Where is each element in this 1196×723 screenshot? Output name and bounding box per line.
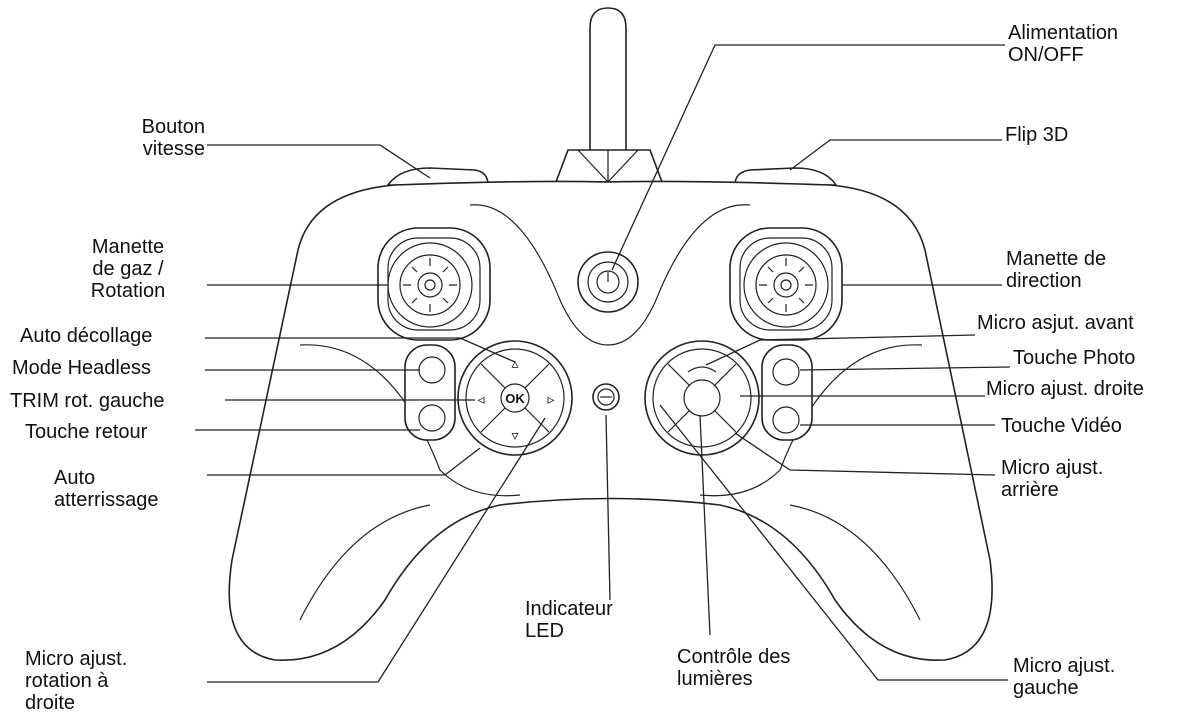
left-grip-inner [299,504,431,621]
label-line: Auto décollage [20,325,153,347]
label-line: direction [1006,270,1082,292]
label-line: Rotation [90,280,166,302]
label-bouton-vitesse: Bouton vitesse [113,116,205,160]
label-micro-arriere: Micro ajust. arrière [1001,457,1103,501]
antenna [554,7,664,183]
label-line: droite [25,692,76,714]
label-line: ON/OFF [1008,44,1084,66]
label-line: LED [525,620,564,642]
label-touche-photo: Touche Photo [1013,347,1135,369]
label-line: vitesse [142,138,205,160]
label-line: Manette de [1006,248,1107,270]
label-line: Micro ajust. [1001,457,1104,479]
dpad-right-arrow-icon: ▹ [547,392,554,408]
label-manette-direction: Manette de direction [1006,248,1106,292]
label-touche-retour: Touche retour [25,421,147,443]
left-grip-line [299,344,521,497]
label-line: Contrôle des [677,646,791,668]
photo-video-buttons [761,344,813,441]
label-alimentation: Alimentation ON/OFF [1008,22,1118,66]
label-line: Micro asjut. avant [977,312,1134,334]
label-line: Micro ajust. droite [986,378,1144,400]
dpad-down-arrow-icon: ▿ [511,428,518,444]
label-controle-lumieres: Contrôle des lumières [677,646,790,690]
speed-shoulder-button [386,167,489,186]
label-micro-avant: Micro asjut. avant [977,312,1134,334]
label-touche-video: Touche Vidéo [1001,415,1122,437]
dpad-left-arrow-icon: ◃ [477,392,484,408]
label-line: Touche Vidéo [1001,415,1122,437]
headless-button [404,344,456,441]
right-grip-inner [789,504,921,621]
left-dpad: OK ▵ ▿ ◃ ▹ [457,340,573,456]
label-line: Touche retour [25,421,148,443]
label-line: Auto [54,467,96,489]
label-line: rotation à [25,670,109,692]
body-top-panel [469,204,751,346]
label-line: Bouton [141,116,205,138]
ok-button-text: OK [505,391,525,406]
label-mode-headless: Mode Headless [12,357,151,379]
label-auto-atterrissage: Auto atterrissage [54,467,159,511]
label-line: Touche Photo [1013,347,1136,369]
label-micro-rotation-droite: Micro ajust. rotation à droite [25,648,127,714]
label-line: gauche [1013,677,1079,699]
label-line: Indicateur [525,598,613,620]
label-line: Manette [91,236,165,258]
label-line: Alimentation [1008,22,1119,44]
label-indicateur-led: Indicateur LED [525,598,613,642]
label-line: Flip 3D [1005,124,1069,146]
led-indicator [592,383,620,411]
label-line: Micro ajust. [1013,655,1116,677]
label-line: de gaz / [92,258,164,280]
label-flip-3d: Flip 3D [1005,124,1068,146]
label-line: lumières [677,668,753,690]
label-micro-droite: Micro ajust. droite [986,378,1144,400]
direction-stick [729,227,843,341]
label-line: TRIM rot. gauche [10,390,165,412]
flip-shoulder-button [734,167,838,186]
label-micro-gauche: Micro ajust. gauche [1013,655,1115,699]
label-manette-gaz: Manette de gaz / Rotation [68,236,188,302]
right-grip-line [699,344,923,497]
label-auto-decollage: Auto décollage [20,325,152,347]
power-button [577,251,639,313]
label-line: Micro ajust. [25,648,128,670]
label-line: atterrissage [54,489,159,511]
callout-lines [195,44,1011,683]
label-line: Mode Headless [12,357,151,379]
label-trim-gauche: TRIM rot. gauche [10,390,165,412]
dpad-up-arrow-icon: ▵ [511,356,518,372]
throttle-stick [377,227,491,341]
label-line: arrière [1001,479,1059,501]
